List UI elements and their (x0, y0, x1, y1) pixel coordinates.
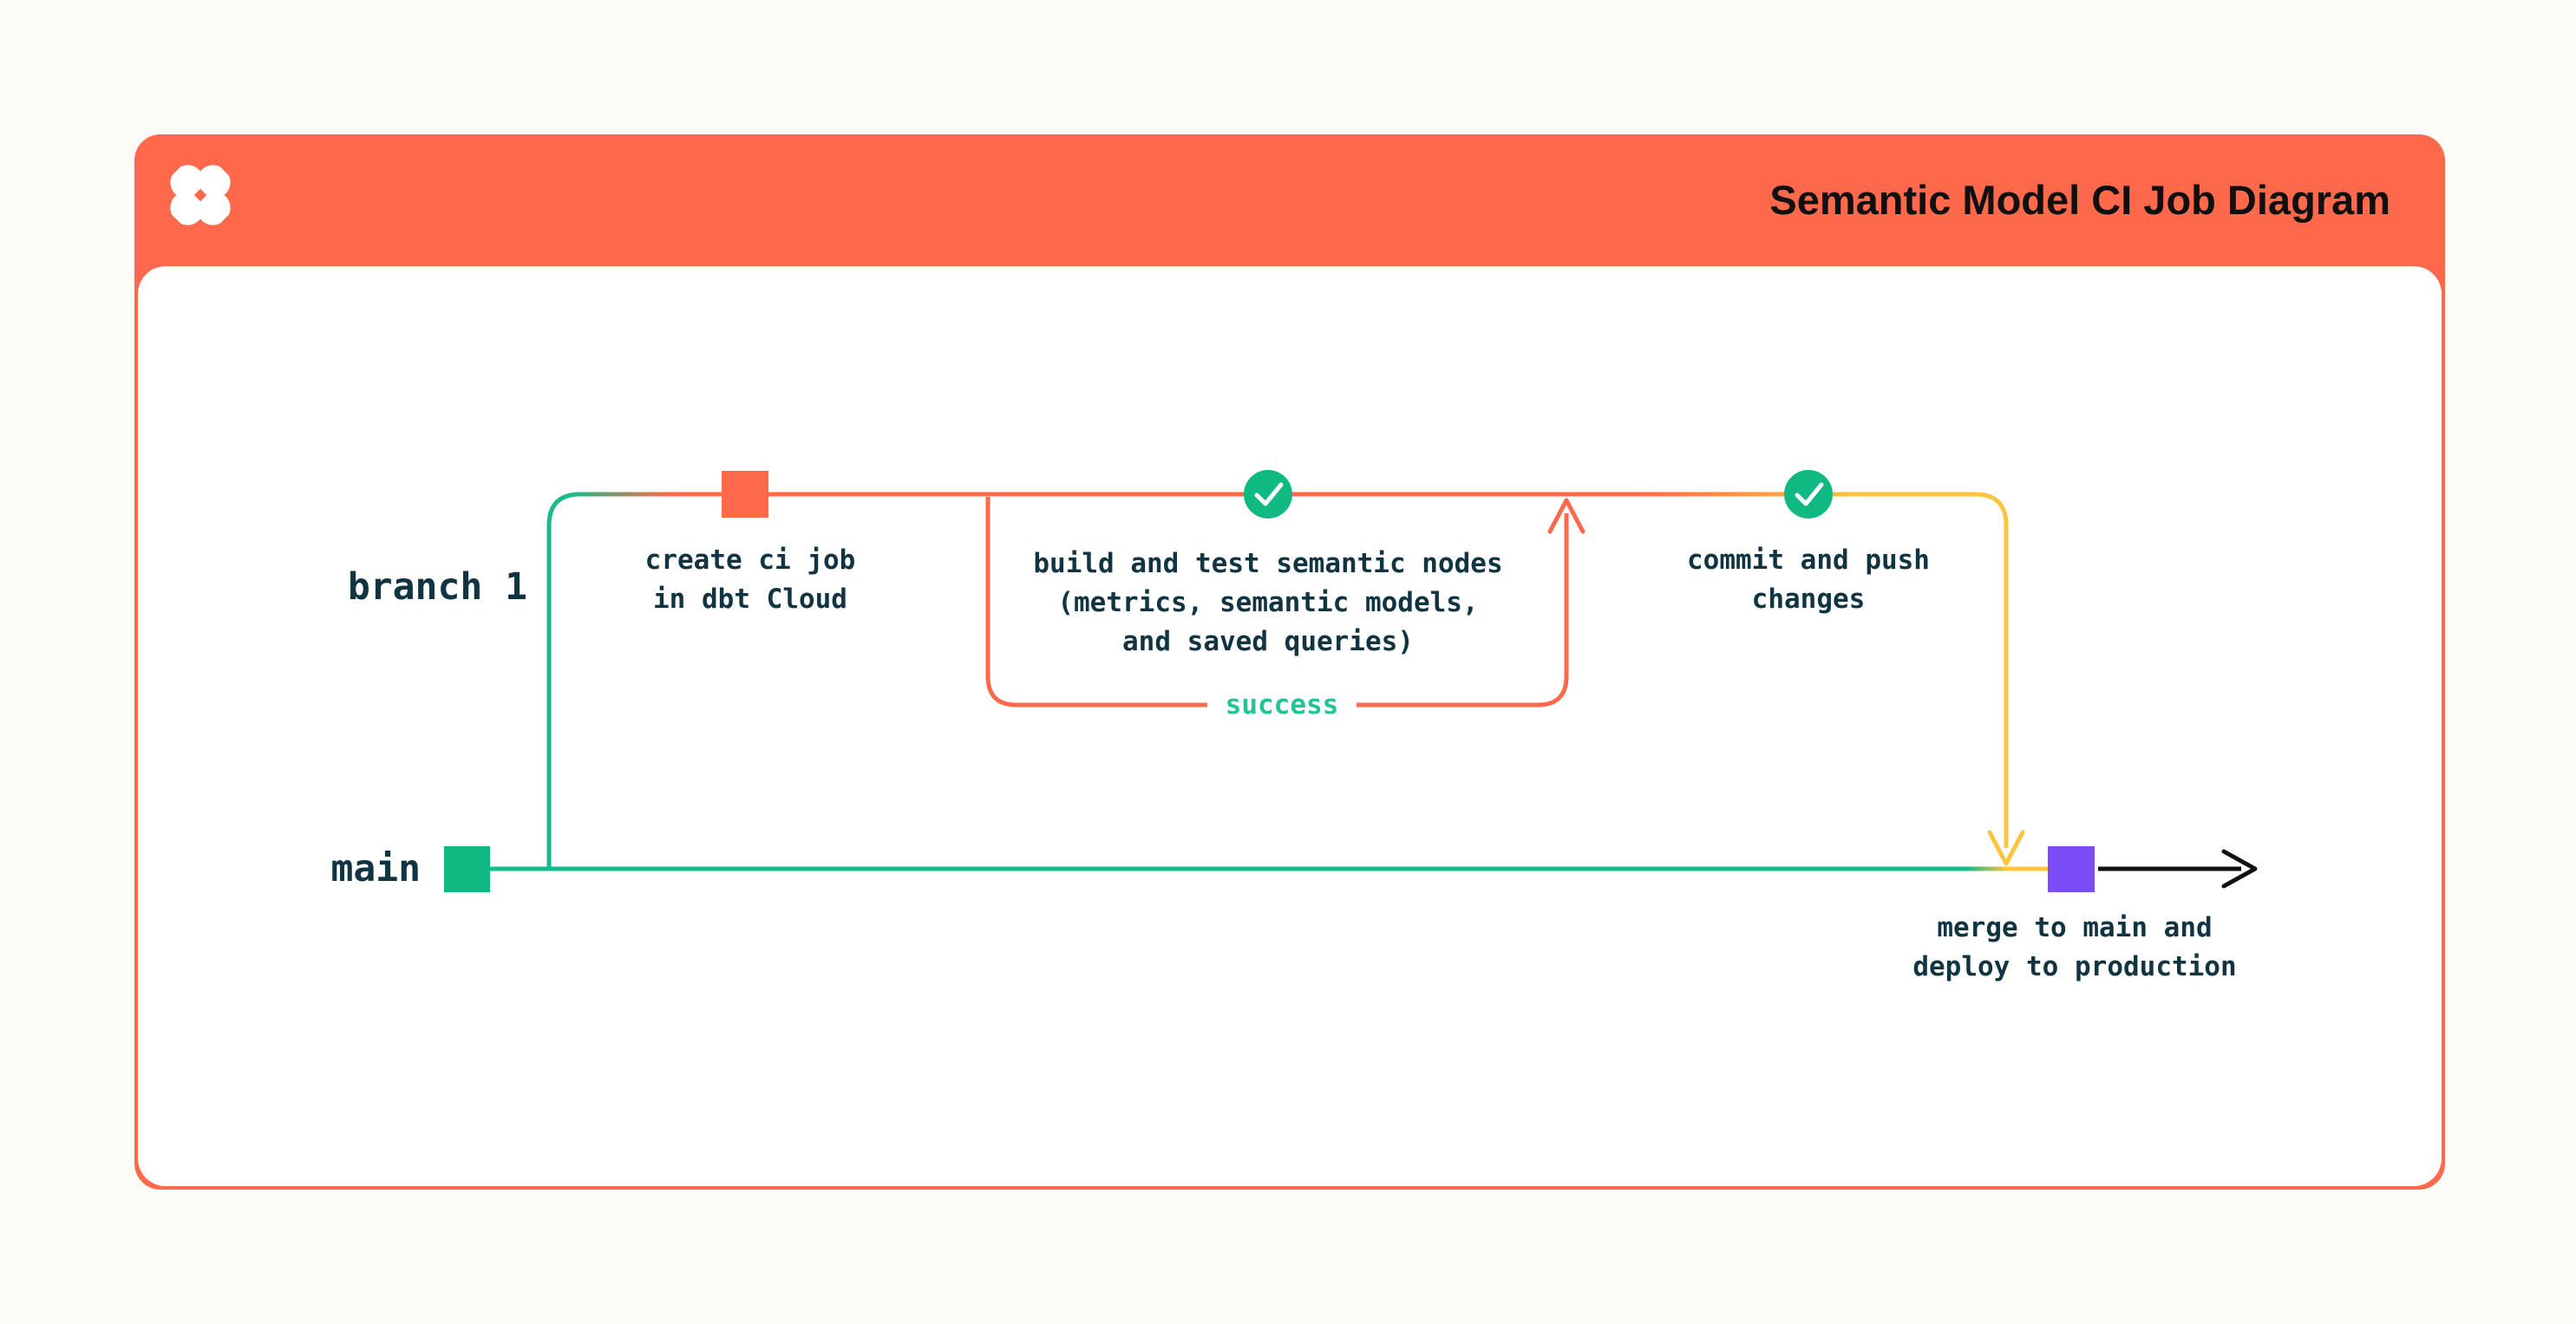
success-loop-left (985, 497, 1207, 708)
node-text-line: build and test semantic nodes (1033, 548, 1503, 579)
loop-arrowhead-icon (1547, 498, 1585, 534)
page-title: Semantic Model CI Job Diagram (1769, 177, 2390, 223)
node-text-line: changes (1751, 584, 1866, 615)
check-icon (1784, 470, 1833, 519)
dbt-logo-icon (170, 165, 231, 225)
node-text-line: merge to main and (1937, 912, 2213, 943)
node-text-line: create ci job (644, 545, 856, 576)
create-ci-commit-square (722, 471, 768, 518)
commit-push-node-label: commit and push changes (1687, 541, 1930, 619)
card-header: Semantic Model CI Job Diagram (134, 134, 2445, 266)
merge-arrowhead-icon (1987, 830, 2025, 866)
merge-deploy-node-label: merge to main and deploy to production (1912, 909, 2236, 987)
node-text-line: deploy to production (1912, 951, 2237, 982)
node-text-line: in dbt Cloud (653, 584, 847, 615)
diagram-card: Semantic Model CI Job Diagram (134, 134, 2445, 1190)
card-body (138, 266, 2442, 1186)
build-test-node-label: build and test semantic nodes (metrics, … (1033, 545, 1502, 662)
main-commit-square (444, 846, 490, 892)
node-text-line: and saved queries) (1122, 626, 1414, 657)
merge-commit-square (2048, 846, 2095, 892)
main-label: main (330, 847, 421, 890)
check-icon (1244, 470, 1292, 519)
create-ci-node-label: create ci job in dbt Cloud (645, 541, 856, 619)
right-arrowhead-icon (2221, 849, 2258, 889)
success-loop-right (1357, 513, 1569, 708)
node-text-line: (metrics, semantic models, (1057, 587, 1479, 618)
success-label: success (1216, 689, 1348, 721)
branch-1-label: branch 1 (347, 565, 527, 609)
node-text-line: commit and push (1687, 545, 1930, 576)
